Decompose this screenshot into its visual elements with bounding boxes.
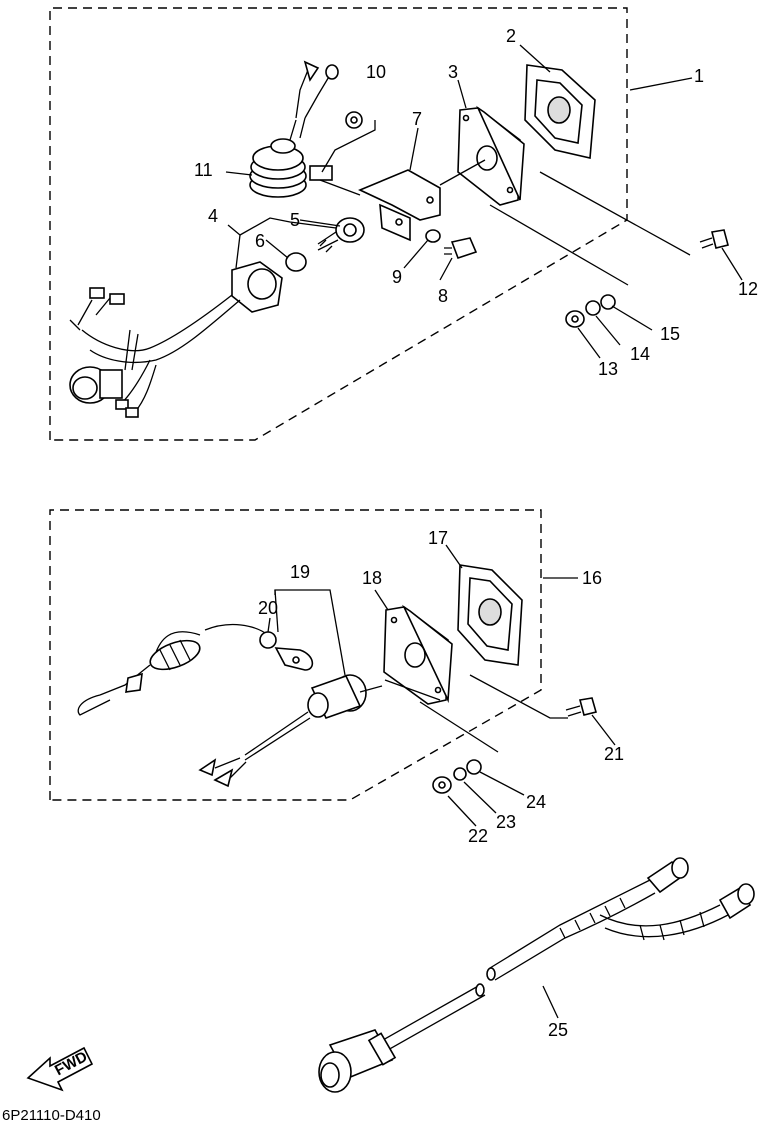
part-4-main-switch-assembly bbox=[69, 261, 283, 418]
lower-leader-lines bbox=[267, 544, 616, 827]
callout-8: 8 bbox=[438, 286, 448, 306]
part-5-switch-key bbox=[317, 217, 365, 253]
fwd-arrow-icon: FWD bbox=[26, 1046, 94, 1092]
diagram-code: 6P21110-D410 bbox=[2, 1107, 101, 1124]
part-12-bolt bbox=[699, 229, 729, 249]
callout-10: 10 bbox=[366, 62, 386, 82]
callout-4: 4 bbox=[208, 206, 218, 226]
callout-23: 23 bbox=[496, 812, 516, 832]
part-20-lanyard bbox=[77, 623, 314, 716]
callout-12: 12 bbox=[738, 279, 758, 299]
part-7-bracket bbox=[358, 169, 441, 242]
callout-5: 5 bbox=[290, 210, 300, 230]
callout-22: 22 bbox=[468, 826, 488, 846]
part-15-washer bbox=[600, 294, 616, 310]
callout-6: 6 bbox=[255, 231, 265, 251]
part-10-nut bbox=[345, 111, 363, 129]
part-9-washer bbox=[425, 229, 441, 243]
part-22-nut bbox=[432, 776, 452, 794]
callout-7: 7 bbox=[412, 109, 422, 129]
part-6-ring bbox=[285, 252, 307, 272]
callout-25: 25 bbox=[548, 1020, 568, 1040]
callout-14: 14 bbox=[630, 344, 650, 364]
part-2-gasket bbox=[524, 64, 596, 159]
part-19-stop-switch bbox=[198, 674, 383, 788]
callout-1: 1 bbox=[694, 66, 704, 86]
part-3-plate bbox=[457, 105, 525, 206]
callout-21: 21 bbox=[604, 744, 624, 764]
part-23-washer bbox=[453, 767, 467, 781]
callout-labels: 1 2 3 4 5 6 7 8 9 10 11 12 13 14 15 16 1… bbox=[194, 26, 758, 1040]
part-18-plate bbox=[383, 604, 453, 705]
part-11-boot bbox=[249, 60, 339, 198]
callout-18: 18 bbox=[362, 568, 382, 588]
callout-11: 11 bbox=[194, 160, 213, 180]
callout-17: 17 bbox=[428, 528, 448, 548]
callout-9: 9 bbox=[392, 267, 402, 287]
callout-3: 3 bbox=[448, 62, 458, 82]
part-13-nut bbox=[565, 310, 585, 328]
part-25-harness bbox=[318, 857, 755, 1093]
part-14-washer bbox=[585, 300, 601, 316]
callout-24: 24 bbox=[526, 792, 546, 812]
callout-13: 13 bbox=[598, 359, 618, 379]
callout-20: 20 bbox=[258, 598, 278, 618]
part-21-bolt bbox=[565, 697, 597, 717]
upper-leader-lines bbox=[225, 44, 743, 359]
callout-15: 15 bbox=[660, 324, 680, 344]
callout-16: 16 bbox=[582, 568, 602, 588]
part-24-washer bbox=[466, 759, 482, 775]
part-17-gasket bbox=[457, 564, 523, 666]
callout-2: 2 bbox=[506, 26, 516, 46]
part-8-bolt bbox=[444, 237, 478, 260]
lower-group-boundary bbox=[49, 509, 542, 801]
upper-group-boundary bbox=[49, 7, 628, 441]
callout-19: 19 bbox=[290, 562, 310, 582]
